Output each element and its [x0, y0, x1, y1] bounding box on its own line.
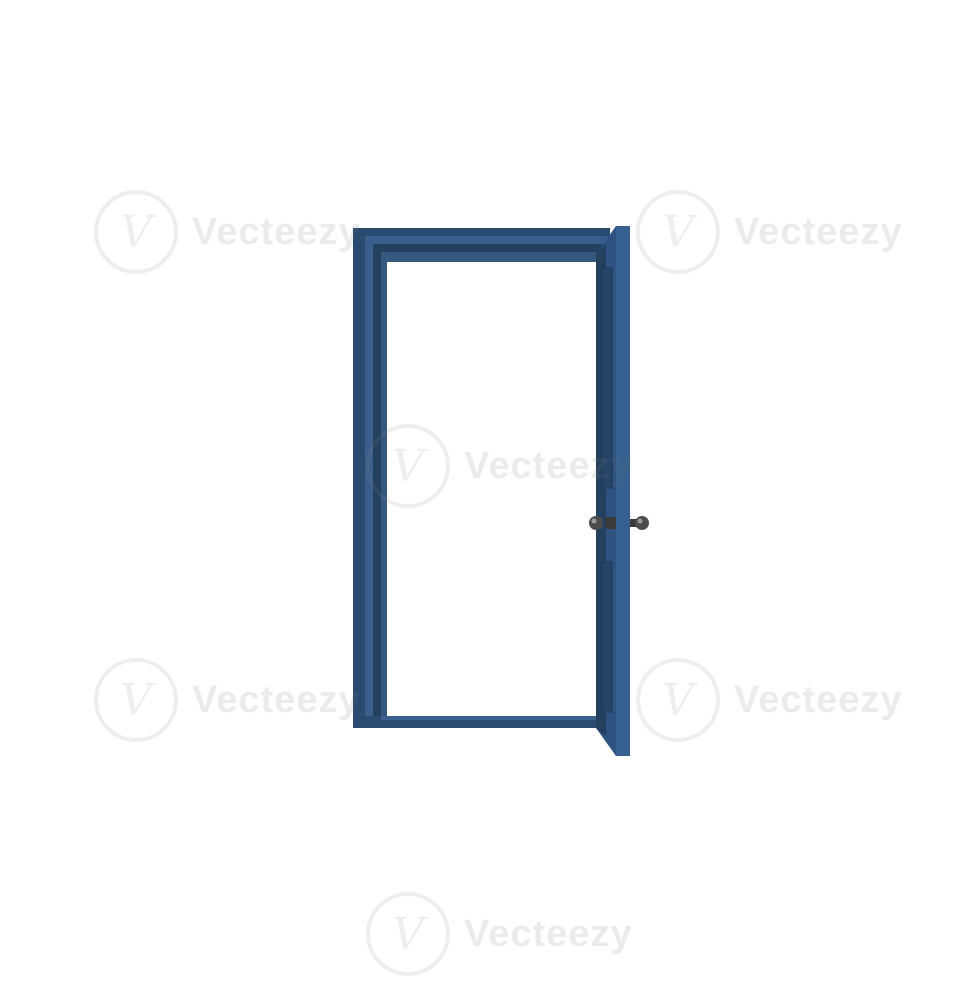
door-knobs [589, 516, 649, 530]
frame-header [353, 228, 610, 236]
knob-inner [589, 516, 603, 530]
knob-outer [635, 516, 649, 530]
door-frame [353, 228, 610, 728]
door-panel-upper [601, 267, 613, 489]
door-panel-lower [601, 561, 613, 713]
frame-left-jamb [353, 228, 365, 728]
door-leaf [596, 226, 630, 756]
